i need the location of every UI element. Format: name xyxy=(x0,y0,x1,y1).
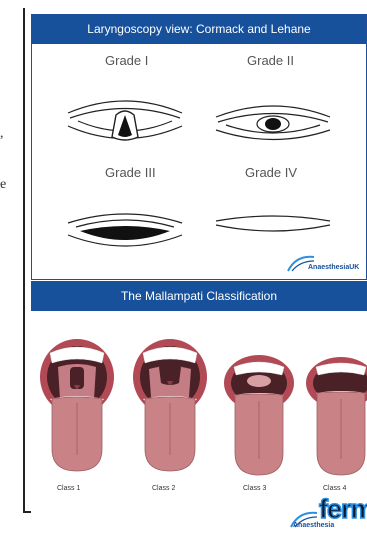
grade-2-label: Grade II xyxy=(247,53,294,68)
cormack-lehane-panel: Laryngoscopy view: Cormack and Lehane Gr… xyxy=(31,14,367,280)
grade-3-label: Grade III xyxy=(105,165,156,180)
anaesthesiauk-logo: AnaesthesiaUK xyxy=(308,264,359,271)
ferm-watermark: ferm xyxy=(319,494,367,525)
left-margin-comma: , xyxy=(0,126,4,142)
class-3-mouth-drawing xyxy=(223,353,295,477)
class-2-mouth-drawing xyxy=(131,337,209,473)
grade-1-larynx-drawing xyxy=(66,93,184,149)
mallampati-title: The Mallampati Classification xyxy=(31,281,367,311)
class-2-label: Class 2 xyxy=(152,485,175,492)
grade-3-larynx-drawing xyxy=(66,209,184,251)
class-1-mouth-drawing xyxy=(38,337,116,473)
class-4-mouth-drawing xyxy=(305,355,367,477)
class-1-label: Class 1 xyxy=(57,485,80,492)
grade-4-label: Grade IV xyxy=(245,165,297,180)
cormack-lehane-title: Laryngoscopy view: Cormack and Lehane xyxy=(32,15,366,44)
class-4-label: Class 4 xyxy=(323,485,346,492)
left-margin-letter: e xyxy=(0,177,6,193)
grade-4-larynx-drawing xyxy=(214,211,332,241)
class-3-label: Class 3 xyxy=(243,485,266,492)
grade-1-label: Grade I xyxy=(105,53,148,68)
mallampati-panel: The Mallampati Classification xyxy=(31,281,367,534)
grade-2-larynx-drawing xyxy=(214,97,332,147)
